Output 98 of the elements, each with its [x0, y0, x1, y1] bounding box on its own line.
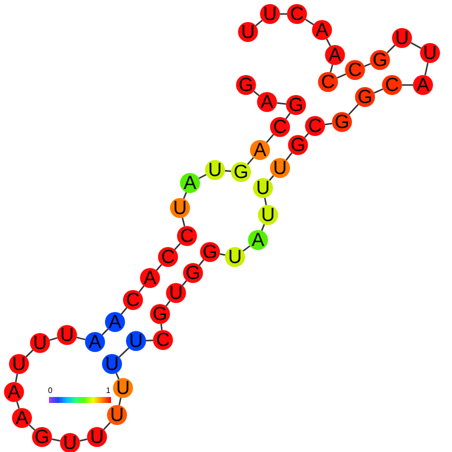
- backbone-line: [348, 104, 359, 116]
- nucleotide-circle: A: [4, 382, 24, 402]
- backbone-line: [330, 64, 334, 72]
- backbone-line: [255, 20, 263, 26]
- nucleotide-circle: A: [250, 140, 270, 160]
- backbone-line: [280, 13, 287, 15]
- nucleotide-circle: C: [123, 290, 143, 310]
- nucleotide-circle: G: [288, 135, 308, 155]
- nucleotide-circle: A: [12, 408, 32, 428]
- nucleotide-circle: U: [392, 28, 412, 48]
- backbone-line: [28, 424, 36, 431]
- backbone-line: [118, 398, 122, 406]
- nucleotide-circle: A: [140, 268, 160, 288]
- nucleotide-circle: C: [345, 60, 365, 80]
- nucleotide-circle: U: [102, 354, 122, 374]
- nucleotide-circle: U: [205, 160, 225, 180]
- nucleotide-circle: U: [60, 433, 80, 452]
- backbone-line: [183, 192, 187, 199]
- nucleotide-circle: C: [382, 75, 402, 95]
- nucleotide-circle: U: [260, 4, 280, 24]
- backbone-line: [424, 62, 429, 76]
- backbone-line: [15, 374, 18, 382]
- nucleotide-circle: A: [312, 20, 332, 40]
- backbone-line: [386, 44, 396, 54]
- backbone-line: [246, 157, 254, 165]
- nucleotide-circle: A: [105, 312, 125, 332]
- nucleotide-circle: A: [325, 45, 345, 65]
- nucleotide-circle: U: [166, 283, 186, 303]
- nucleotide-circle: G: [32, 427, 52, 447]
- nucleotide-circle: U: [113, 378, 133, 398]
- nucleotide-circle: A: [413, 75, 433, 95]
- backbone-line: [103, 422, 111, 430]
- nucleotide-circle: U: [238, 22, 258, 42]
- backbone-line: [220, 253, 226, 256]
- backbone-line: [115, 372, 120, 380]
- backbone-line: [324, 122, 332, 126]
- backbone-line: [264, 198, 267, 206]
- backbone-line: [224, 170, 232, 172]
- nucleotide-circle: U: [258, 205, 278, 225]
- backbone-line: [374, 88, 384, 94]
- backbone-line: [285, 112, 291, 120]
- backbone-line: [336, 73, 346, 79]
- nucleotide-circle: U: [57, 325, 77, 345]
- nucleotide-circle: C: [305, 116, 325, 136]
- nucleotide-circle: G: [355, 87, 375, 107]
- nucleotide-circle: A: [248, 230, 268, 250]
- nucleotide-circle: U: [420, 43, 440, 63]
- nucleotide-circle: C: [177, 226, 197, 246]
- backbone-line: [138, 285, 144, 293]
- nucleotide-circle: U: [225, 247, 245, 267]
- backbone-line: [160, 324, 163, 330]
- backbone-line: [76, 336, 86, 340]
- backbone-line: [146, 340, 154, 342]
- backbone-line: [276, 102, 286, 105]
- backbone-line: [26, 350, 34, 358]
- nucleotide-circle: C: [318, 72, 338, 92]
- nucleotide-circle: C: [287, 4, 307, 24]
- nucleotide-circle: C: [153, 330, 173, 350]
- backbone-line: [102, 328, 108, 336]
- backbone-line: [118, 347, 130, 358]
- backbone-line: [261, 224, 265, 231]
- nucleotide-circle: U: [30, 333, 50, 353]
- nucleotide-circle: A: [180, 173, 200, 193]
- nucleotide-circle: G: [200, 242, 220, 262]
- backbone-line: [286, 152, 292, 161]
- backbone-line: [16, 401, 20, 409]
- nucleotide-circle: G: [286, 95, 306, 115]
- nucleotide-circle: U: [126, 331, 146, 351]
- nucleotide-circle: U: [87, 427, 107, 447]
- nucleotide-circle: A: [85, 332, 105, 352]
- backbone-line: [182, 218, 186, 226]
- nucleotide-circle: G: [231, 162, 251, 182]
- nucleotide-circle: C: [158, 247, 178, 267]
- backbone-line: [266, 134, 274, 143]
- nucleotide-circle: U: [270, 158, 290, 178]
- nucleotide-circle: G: [150, 304, 170, 324]
- backbone-line: [80, 438, 88, 442]
- backbone-line: [253, 90, 260, 96]
- backbone-line: [52, 438, 60, 442]
- nucleotide-circle: U: [253, 178, 273, 198]
- backbone-line: [326, 38, 332, 46]
- nucleotide-circle: G: [183, 263, 203, 283]
- scale-label: 0: [48, 387, 52, 395]
- nucleotide-circle: G: [236, 75, 256, 95]
- backbone-line: [364, 63, 371, 67]
- nucleotide-circle: U: [107, 405, 127, 425]
- nucleotide-circle: U: [170, 198, 190, 218]
- backbone-line: [305, 18, 314, 26]
- nucleotide-circle: U: [9, 354, 29, 374]
- nucleotide-circle: A: [257, 92, 277, 112]
- nucleotide-circle: C: [270, 117, 290, 137]
- backbone-line: [402, 84, 413, 86]
- scale-label: 1: [106, 387, 110, 395]
- backbone-line: [242, 245, 250, 252]
- nucleotide-circle: G: [332, 112, 352, 132]
- nucleotide-circle: G: [370, 50, 390, 70]
- backbone-line: [49, 337, 58, 341]
- backbone-line: [410, 42, 422, 49]
